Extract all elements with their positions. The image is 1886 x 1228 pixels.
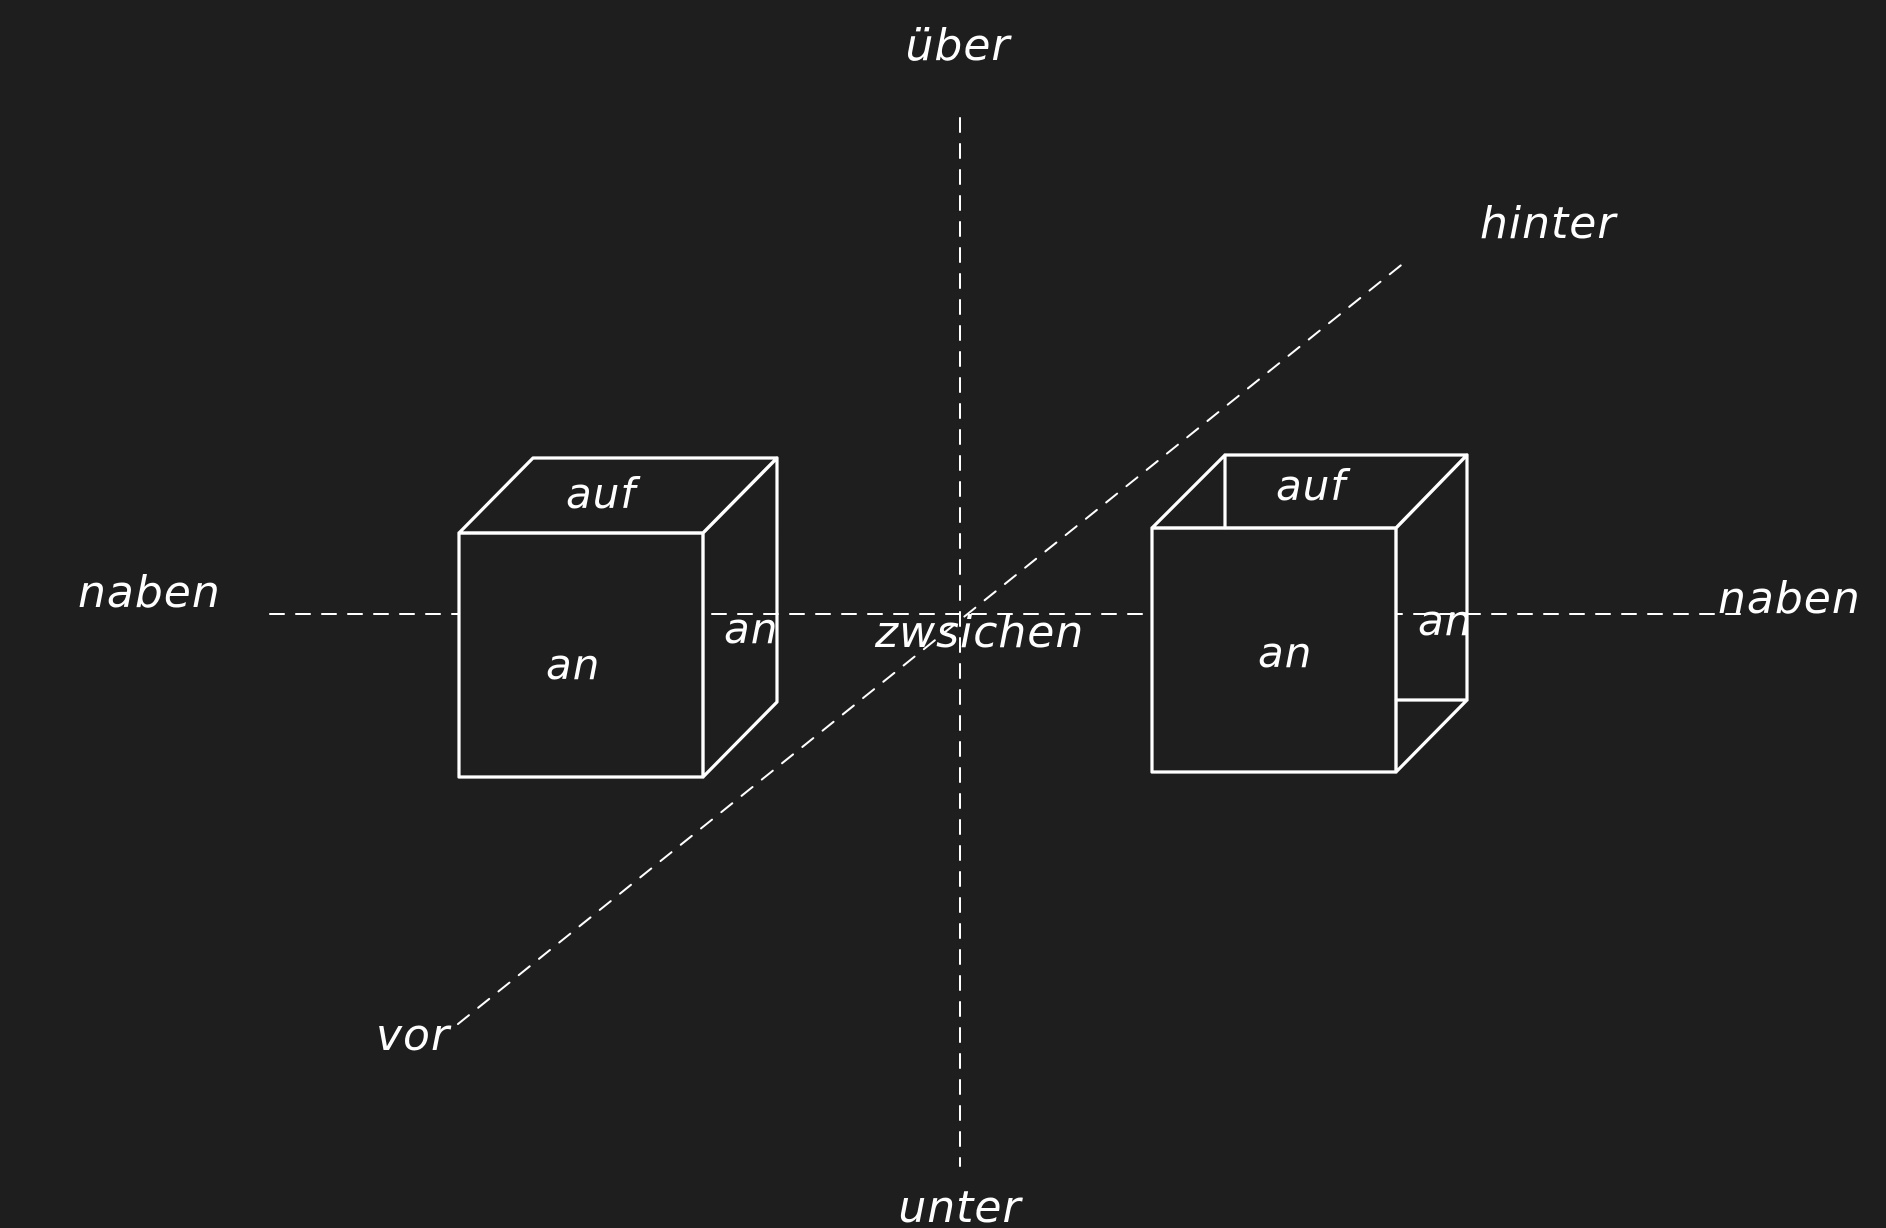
label-right: naben — [1718, 573, 1861, 624]
left-cube — [457, 456, 779, 779]
right-cube-top-label: auf — [1276, 461, 1351, 510]
label-bottom: unter — [898, 1182, 1023, 1228]
left-cube-top-label: auf — [566, 469, 641, 518]
label-center: zwsichen — [874, 607, 1084, 658]
right-cube-front-label: an — [1258, 628, 1312, 677]
right-cube — [1150, 453, 1469, 774]
left-cube-side-label: an — [724, 604, 778, 653]
left-cube-fill — [459, 533, 703, 777]
label-top: über — [906, 20, 1013, 71]
left-cube-front-label: an — [546, 640, 600, 689]
left-cube-front-face — [457, 531, 705, 779]
label-left: naben — [78, 567, 221, 618]
label-back: hinter — [1480, 198, 1618, 249]
right-cube-front-face — [1150, 526, 1398, 774]
depth-axis — [457, 261, 1406, 1025]
right-cube-side-label: an — [1418, 596, 1472, 645]
label-front: vor — [376, 1010, 452, 1061]
right-cube-fill — [1152, 528, 1396, 772]
